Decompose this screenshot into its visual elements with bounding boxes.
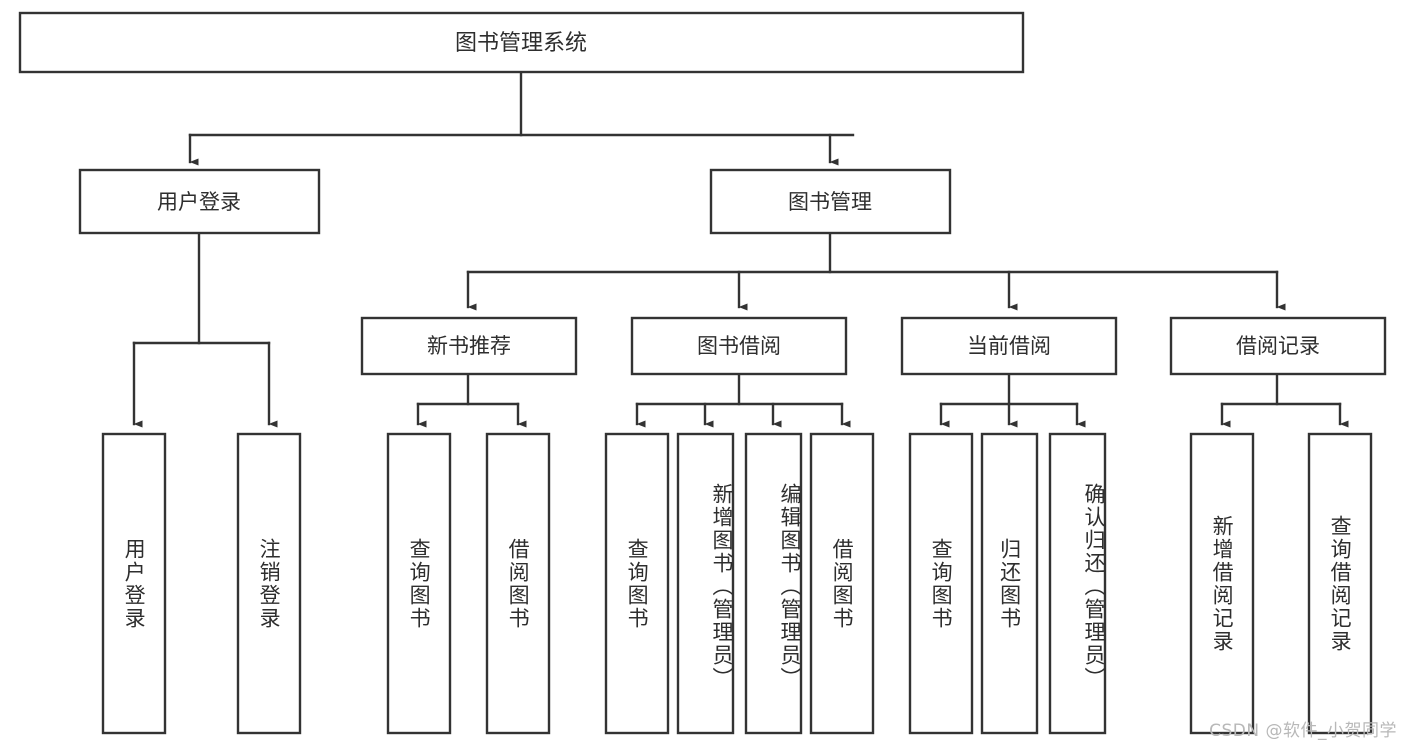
node-book-manage[interactable]: 图书管理 [709,168,952,235]
node-root-label: 图书管理系统 [455,31,587,56]
leaf-return-book-box[interactable] [980,432,1039,735]
csdn-watermark: CSDN @软件_小贺同学 [1209,721,1397,741]
node-user-login[interactable]: 用户登录 [78,168,321,235]
connector-group-user-login [132,231,278,428]
node-root[interactable]: 图书管理系统 [18,11,1025,74]
connector-group-root [188,70,855,166]
node-book-borrow-box[interactable] [630,316,848,376]
node-borrow-record[interactable]: 借阅记录 [1169,316,1387,376]
leaf-borrow-book-1-box[interactable] [485,432,551,735]
connector-group-book-borrow [635,372,851,428]
node-book-borrow-label: 图书借阅 [697,334,781,358]
leaf-query-book-3-box[interactable] [908,432,974,735]
node-book-borrow[interactable]: 图书借阅 [630,316,848,376]
node-borrow-record-label: 借阅记录 [1236,334,1320,358]
leaf-user-login-box[interactable] [101,432,167,735]
leaf-confirm-return-box[interactable] [1048,432,1107,735]
leaf-add-book-box[interactable] [676,432,735,735]
leaf-query-book-1-box[interactable] [386,432,452,735]
node-root-box[interactable] [18,11,1025,74]
node-user-login-label: 用户登录 [157,190,241,214]
connector-group-borrow-record [1220,372,1349,428]
node-current-borrow-label: 当前借阅 [967,334,1051,358]
node-borrow-record-box[interactable] [1169,316,1387,376]
leaf-edit-book-box[interactable] [744,432,803,735]
node-new-book-recommend-box[interactable] [360,316,578,376]
leaf-boxes [101,432,1373,735]
leaf-borrow-book-2-box[interactable] [809,432,875,735]
connector-group-new-book [416,372,527,428]
node-user-login-box[interactable] [78,168,321,235]
leaf-logout-login-box[interactable] [236,432,302,735]
node-current-borrow-box[interactable] [900,316,1118,376]
node-new-book-recommend[interactable]: 新书推荐 [360,316,578,376]
connector-group-book-manage [466,231,1286,311]
leaf-query-book-2-box[interactable] [604,432,670,735]
connector-group-current-borrow [939,372,1086,428]
leaf-query-record-box[interactable] [1307,432,1373,735]
leaf-add-record-box[interactable] [1189,432,1255,735]
node-book-manage-box[interactable] [709,168,952,235]
node-new-book-recommend-label: 新书推荐 [427,334,511,358]
node-current-borrow[interactable]: 当前借阅 [900,316,1118,376]
node-book-manage-label: 图书管理 [788,190,872,214]
